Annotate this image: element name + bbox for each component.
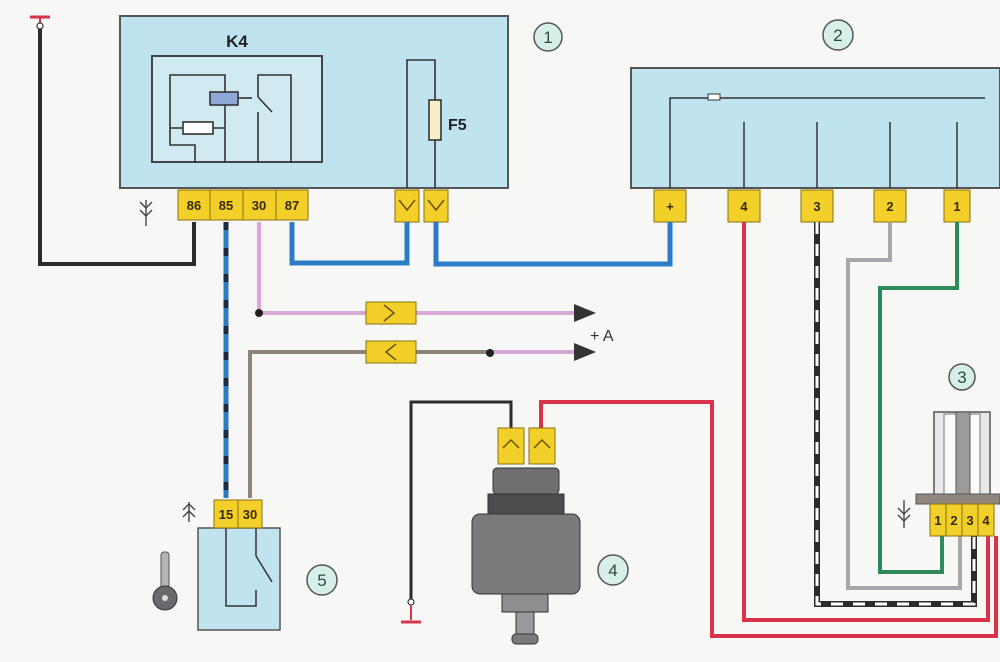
sensor-pin-2: 2	[945, 503, 963, 537]
relay-internals	[169, 74, 292, 163]
output-label: + A	[590, 328, 614, 345]
svg-text:4: 4	[982, 513, 990, 528]
sensor-pin-3: 3	[961, 503, 979, 537]
relay-pin-85: 85	[209, 189, 244, 221]
svg-text:2: 2	[886, 199, 893, 214]
svg-text:85: 85	[219, 198, 233, 213]
control-pin-3: 3	[800, 189, 834, 223]
svg-text:4: 4	[608, 561, 617, 580]
ignition-switch: 15 30	[197, 499, 281, 631]
wire-black-solenoid	[409, 400, 513, 600]
svg-text:30: 30	[243, 507, 257, 522]
marker-4: 4	[597, 554, 629, 586]
svg-text:3: 3	[966, 513, 973, 528]
output-arrows: + A	[574, 304, 614, 361]
fuse-connector-left	[394, 189, 420, 223]
svg-text:4: 4	[740, 199, 748, 214]
svg-text:1: 1	[934, 513, 941, 528]
relay-label: K4	[226, 32, 248, 51]
ground-symbol-bottom	[401, 598, 421, 624]
wire-red-4	[742, 222, 990, 622]
svg-text:86: 86	[187, 198, 201, 213]
relay-block: K4 F5 86 85	[119, 15, 509, 223]
fuse-label: F5	[448, 117, 467, 134]
wires	[38, 24, 998, 638]
sensor: 1 2 3 4	[915, 411, 1000, 537]
marker-5: 5	[306, 564, 338, 596]
control-pin-4: 4	[727, 189, 761, 223]
svg-text:87: 87	[285, 198, 299, 213]
sensor-pin-1: 1	[929, 503, 947, 537]
svg-text:1: 1	[543, 28, 552, 47]
wire-pink-30	[257, 222, 580, 315]
connector-glyph-sensor	[897, 500, 911, 528]
connector-glyph-relay	[139, 200, 153, 226]
fuse-connector-right	[423, 189, 449, 223]
wire-grey-2	[846, 222, 962, 590]
wire-red-solenoid	[539, 400, 998, 638]
wire-blue-87	[289, 222, 410, 266]
svg-text:30: 30	[252, 198, 266, 213]
svg-text:2: 2	[950, 513, 957, 528]
wire-green-1	[878, 222, 959, 574]
control-pin-1: 1	[943, 189, 971, 223]
connector-glyph-ignition	[182, 502, 196, 522]
sensor-pin-4: 4	[977, 503, 995, 537]
svg-text:15: 15	[219, 507, 233, 522]
fuse-f5	[406, 59, 442, 188]
svg-text:1: 1	[953, 199, 960, 214]
ignition-pin-15: 15	[213, 499, 239, 529]
svg-text:5: 5	[317, 571, 326, 590]
wire-grey-brown-ign30	[248, 350, 490, 498]
inline-connector-grey	[365, 340, 417, 364]
solenoid-valve	[471, 427, 581, 645]
svg-text:2: 2	[833, 26, 842, 45]
wire-blue-fuse	[433, 222, 673, 267]
ignition-pin-30: 30	[237, 499, 263, 529]
wire-black-86	[38, 24, 196, 266]
control-pin-plus: +	[653, 189, 687, 223]
marker-2: 2	[822, 19, 854, 51]
key-icon	[152, 551, 178, 611]
ground-symbol-top	[30, 15, 50, 30]
marker-1: 1	[533, 22, 563, 52]
svg-text:3: 3	[813, 199, 820, 214]
inline-connector-pink	[365, 301, 417, 325]
control-pin-2: 2	[873, 189, 907, 223]
relay-pin-30: 30	[242, 189, 277, 221]
svg-text:3: 3	[957, 368, 966, 387]
marker-3: 3	[948, 363, 976, 391]
relay-pin-87: 87	[275, 189, 309, 221]
relay-pin-86: 86	[177, 189, 211, 221]
control-unit: + 4 3 2 1	[630, 67, 1000, 223]
svg-text:+: +	[666, 199, 674, 214]
